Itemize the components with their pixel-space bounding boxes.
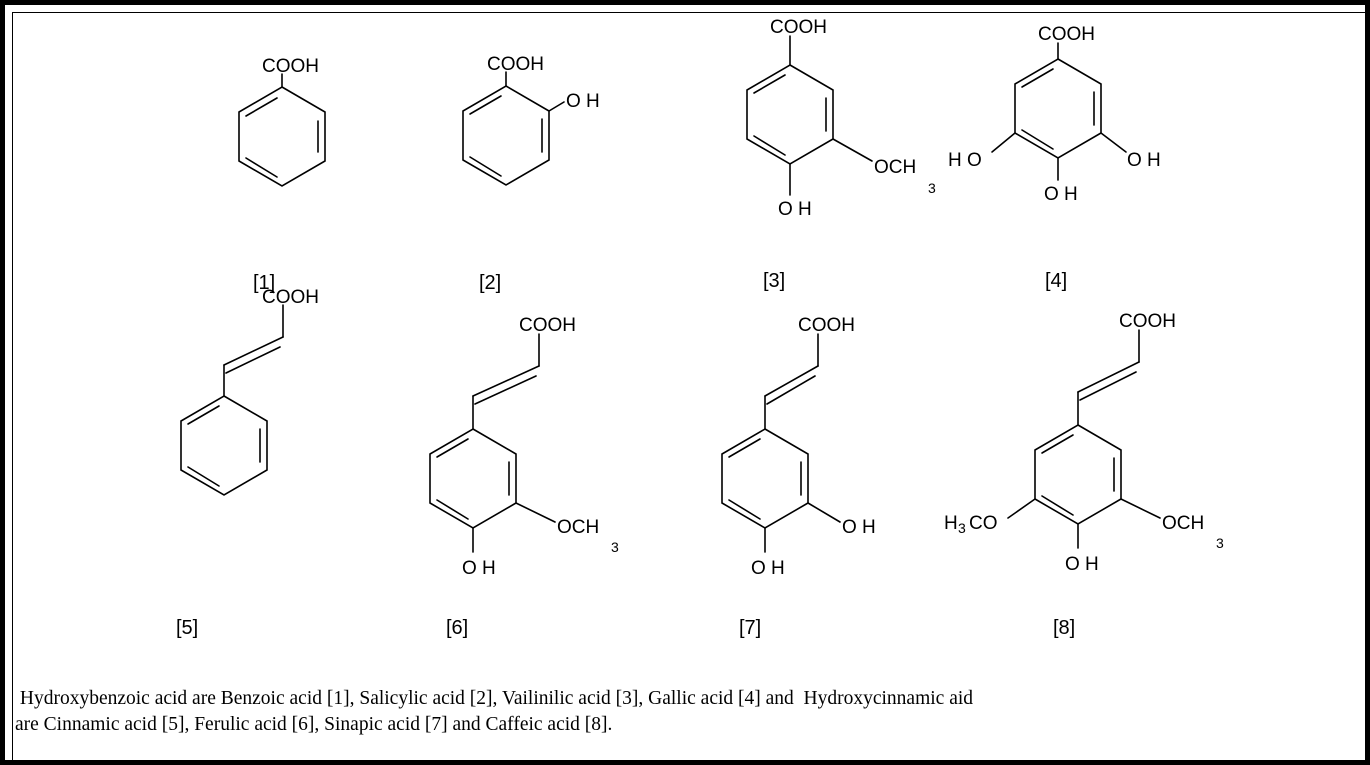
- cooh-label: COOH: [798, 315, 855, 336]
- hydroxyl-label: O H: [462, 558, 496, 579]
- benzene-ring: [429, 428, 556, 553]
- structure-vanillic-acid: COOH OCH 3 O H: [746, 17, 936, 220]
- propenoic-chain: [223, 304, 284, 397]
- compound-label-7: [7]: [739, 617, 761, 639]
- methoxy-co-label: CO: [969, 513, 998, 534]
- methoxy-subscript: 3: [928, 180, 936, 196]
- cooh-label: COOH: [1038, 24, 1095, 45]
- methoxy-label: OCH: [1162, 513, 1204, 534]
- hydroxyl-label: O H: [778, 199, 812, 220]
- benzene-ring: [721, 428, 841, 553]
- propenoic-chain: [1077, 329, 1140, 426]
- benzene-ring: [746, 35, 873, 196]
- cooh-label: COOH: [262, 56, 319, 77]
- propenoic-chain: [764, 333, 819, 430]
- hydroxyl-label: O H: [842, 517, 876, 538]
- hydroxyl-label: O H: [1127, 150, 1161, 171]
- structure-cinnamic-acid: COOH: [180, 287, 319, 496]
- methoxy-h-label: H: [944, 513, 958, 534]
- methoxy-label: OCH: [557, 517, 599, 538]
- benzene-ring: [462, 71, 565, 186]
- structure-sinapic-acid: COOH OCH 3 H 3 CO O H: [944, 311, 1224, 575]
- compound-label-4: [4]: [1045, 270, 1067, 292]
- hydroxyl-label: H O: [948, 150, 982, 171]
- structure-caffeic-acid: COOH O H O H: [721, 315, 876, 579]
- cooh-label: COOH: [1119, 311, 1176, 332]
- figure-inner-border: [12, 12, 1368, 763]
- methoxy-subscript: 3: [958, 520, 966, 536]
- compound-label-3: [3]: [763, 270, 785, 292]
- caption-line-2: are Cinnamic acid [5], Ferulic acid [6],…: [15, 714, 613, 735]
- cooh-label: COOH: [770, 17, 827, 38]
- figure-caption: Hydroxybenzoic acid are Benzoic acid [1]…: [15, 686, 1365, 738]
- structure-benzoic-acid: COOH: [238, 56, 326, 187]
- compound-label-8: [8]: [1053, 617, 1075, 639]
- compound-label-1: [1]: [253, 272, 275, 294]
- compound-label-5: [5]: [176, 617, 198, 639]
- propenoic-chain: [472, 333, 540, 430]
- cooh-label: COOH: [519, 315, 576, 336]
- structure-ferulic-acid: COOH OCH 3 O H: [429, 315, 619, 579]
- compound-label-2: [2]: [479, 272, 501, 294]
- caption-line-1: Hydroxybenzoic acid are Benzoic acid [1]…: [15, 688, 974, 709]
- hydroxyl-label: O H: [1065, 554, 1099, 575]
- methoxy-subscript: 3: [1216, 535, 1224, 551]
- structure-salicylic-acid: COOH O H: [462, 54, 600, 186]
- structure-gallic-acid: COOH H O O H O H: [948, 24, 1161, 205]
- benzene-ring: [991, 42, 1127, 181]
- hydroxyl-label: O H: [1044, 184, 1078, 205]
- compound-label-6: [6]: [446, 617, 468, 639]
- benzene-ring: [180, 395, 268, 496]
- hydroxyl-label: O H: [751, 558, 785, 579]
- benzene-ring: [1007, 424, 1161, 549]
- cooh-label: COOH: [262, 287, 319, 308]
- methoxy-subscript: 3: [611, 539, 619, 555]
- methoxy-label: OCH: [874, 157, 916, 178]
- hydroxyl-label: O H: [566, 91, 600, 112]
- cooh-label: COOH: [487, 54, 544, 75]
- benzene-ring: [238, 73, 326, 187]
